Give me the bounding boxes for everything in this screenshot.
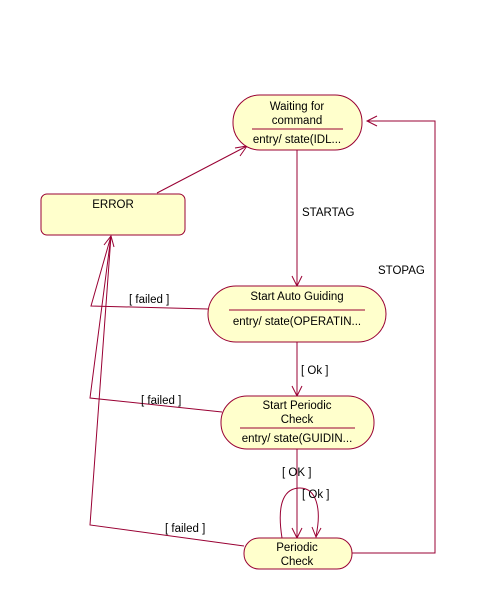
edge-periodic-to-waiting	[351, 120, 436, 554]
label-ok-startperiodic: [ OK ]	[282, 467, 311, 479]
state-startauto-name: Start Auto Guiding	[250, 291, 343, 303]
label-failed-startauto: [ failed ]	[129, 294, 169, 306]
state-startperiodic-entry-action: entry/ state(GUIDIN...	[242, 433, 353, 445]
state-waiting-for-command[interactable]: Waiting for command entry/ state(IDL...	[232, 94, 363, 151]
edge-error-to-waiting	[156, 145, 248, 194]
edge-periodic-failed	[89, 235, 245, 547]
label-failed-startperiodic: [ failed ]	[141, 395, 181, 407]
label-startag: STARTAG	[302, 207, 354, 219]
state-waiting-name-line1: Waiting for	[270, 101, 325, 113]
state-periodic-name-line2: Check	[281, 556, 314, 568]
state-startauto-entry-action: entry/ state(OPERATIN...	[233, 316, 361, 328]
edge-startperiodic-failed	[89, 235, 223, 413]
state-error[interactable]: ERROR	[40, 193, 186, 236]
state-periodic-check[interactable]: Periodic Check	[243, 537, 353, 570]
edge-startauto-failed	[90, 235, 209, 310]
state-startperiodic-name-line2: Check	[281, 414, 314, 426]
state-start-periodic-check[interactable]: Start Periodic Check entry/ state(GUIDIN…	[220, 395, 375, 450]
label-ok-startauto: [ Ok ]	[301, 365, 328, 377]
arrowhead-selfloop	[311, 526, 322, 539]
state-waiting-name-line2: command	[272, 115, 323, 127]
state-error-name: ERROR	[92, 199, 134, 211]
edge-periodic-selfloop	[279, 487, 319, 539]
arrowhead-error	[103, 234, 115, 248]
state-start-auto-guiding[interactable]: Start Auto Guiding entry/ state(OPERATIN…	[207, 285, 387, 343]
arrowhead-waiting-stopag	[365, 115, 378, 127]
label-stopag: STOPAG	[378, 265, 425, 277]
state-waiting-entry-action: entry/ state(IDL...	[253, 134, 341, 146]
label-failed-periodic: [ failed ]	[165, 523, 205, 535]
state-startperiodic-name-line1: Start Periodic	[262, 400, 331, 412]
label-ok-selfloop: [ Ok ]	[302, 489, 329, 501]
state-periodic-name-line1: Periodic	[276, 542, 318, 554]
